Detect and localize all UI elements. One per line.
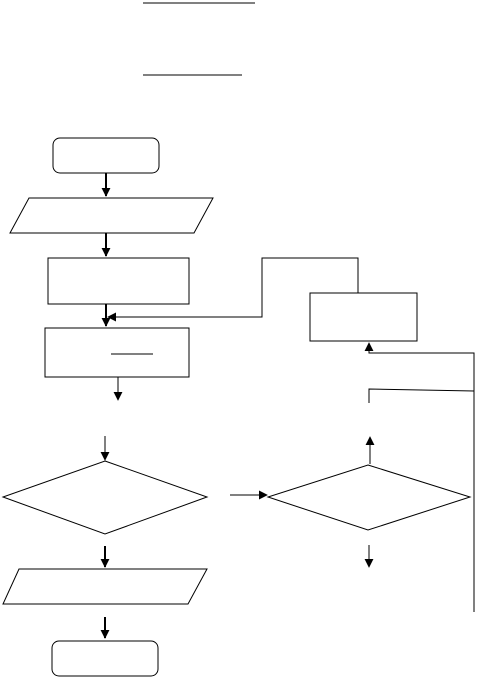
loop-connector-top (107, 257, 359, 322)
loop-connector-right (364, 342, 475, 612)
end-terminator (51, 640, 159, 677)
process-1-box (47, 257, 190, 305)
output-parallelogram (2, 568, 208, 605)
decision-1-diamond (1, 460, 209, 535)
start-terminator (52, 137, 160, 174)
process-3-box (309, 292, 418, 342)
decision-2-diamond (266, 464, 472, 531)
branch-connector (368, 388, 475, 403)
input-parallelogram (9, 197, 214, 234)
process-2-box (44, 327, 190, 378)
